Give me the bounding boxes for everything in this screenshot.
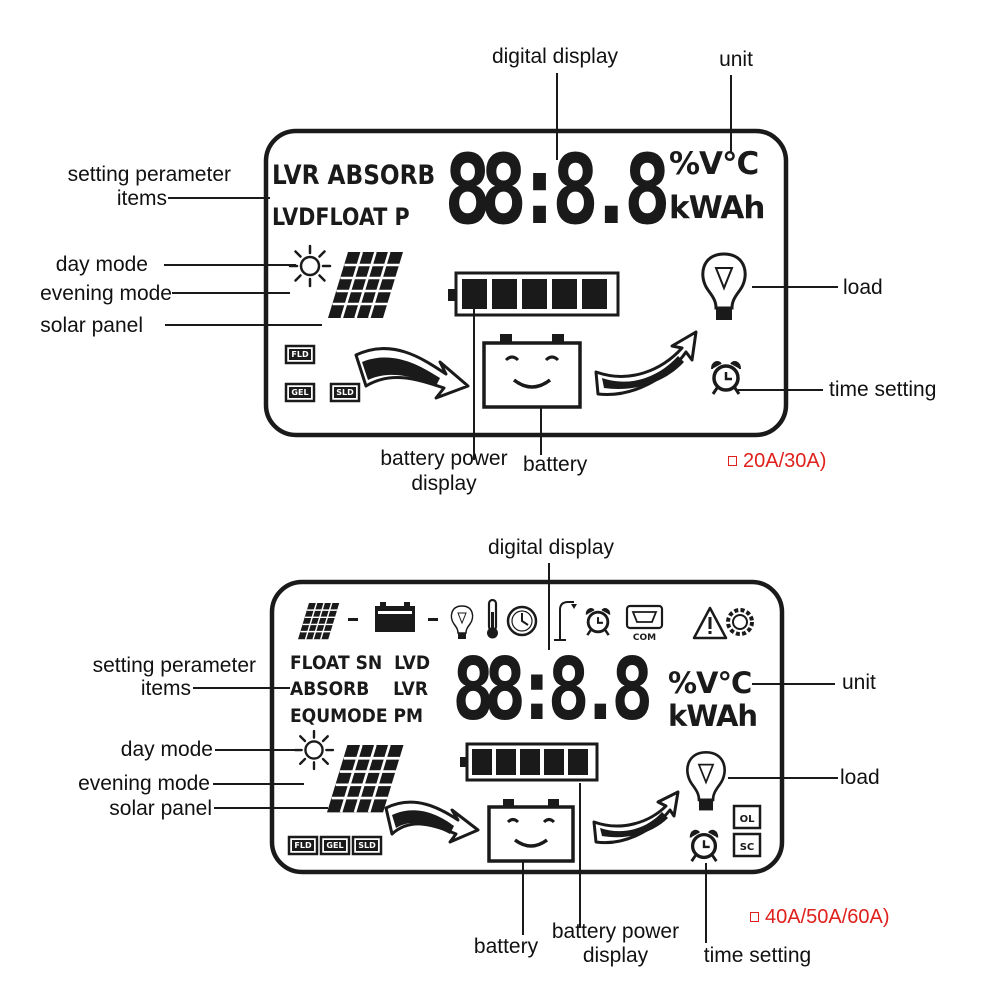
top-left-arrow-icon [354,347,470,400]
top-battery-icon [482,334,582,409]
bottom-lcd-unit-bottom: kWAh [668,699,758,733]
bottom-row-gear-icon [726,608,754,636]
bottom-badge-sld-text: SLD [358,841,376,850]
top-lcd-unit-bottom: kWAh [669,190,765,226]
top-setting-items-label-1: setting perameter [67,163,231,186]
bottom-day-mode-label: day mode [120,738,213,761]
bottom-left-arrow-icon [384,800,480,844]
bottom-setting-items-label-2: items [140,677,191,700]
bottom-load-bulb-icon [686,751,726,812]
top-day-mode-label: day mode [55,253,148,276]
bottom-row-warning-icon [692,606,728,640]
top-load-label: load [843,276,883,299]
top-battery-power-label-1: battery power [380,447,508,470]
bottom-lcd-unit-top: %V°C [668,666,752,700]
top-model-marker-icon [728,456,737,466]
bottom-model-marker-icon [750,912,759,922]
bottom-battery-bar-icon [460,742,599,782]
bottom-com-label: COM [633,633,656,643]
bottom-lcd-row-3: EQUMODE PM [290,705,424,727]
top-solar-panel-icon [326,250,405,320]
top-time-setting-label: time setting [829,378,937,401]
top-model-label: 20A/30A) [728,449,826,473]
bottom-digital-display-label: digital display [487,536,615,559]
bottom-row-clock-icon [506,605,538,637]
top-digital-display-label: digital display [491,45,619,68]
bottom-battery-label: battery [473,935,539,958]
bottom-badge-gel-text: GEL [326,841,344,850]
top-leader-lines [164,73,838,460]
top-battery-label: battery [523,453,588,476]
bottom-moon-icon [298,778,318,804]
top-badge-fld-text: FLD [291,350,309,359]
bottom-icon-row: COM [297,598,754,643]
top-setting-items-label-2: items [116,187,167,210]
bottom-sc-box: SC [732,832,762,858]
bottom-battery-power-label-2: display [582,944,649,967]
bottom-right-arrow-icon [592,790,680,845]
top-lcd-digits: 88:8.8 [444,134,671,246]
bottom-model-label: 40A/50A/60A) [750,905,890,929]
bottom-row-battery-icon [375,602,415,632]
bottom-sc-label: SC [740,842,755,853]
top-unit-label: unit [719,48,753,71]
top-lcd-frame [263,128,789,438]
bottom-solar-panel-icon [325,743,405,814]
top-solar-panel-label: solar panel [40,314,143,337]
bottom-lcd-frame [269,579,785,875]
bottom-leader-lines [193,563,838,943]
top-load-bulb-icon [701,252,747,322]
bottom-unit-label: unit [842,671,876,694]
bottom-lcd-digits: 88:8.8 [452,640,653,740]
bottom-time-setting-label: time setting [703,944,812,967]
top-moon-icon [292,288,318,321]
bottom-row-com-port-icon: COM [625,604,664,643]
bottom-badge-fld-text: FLD [294,841,312,850]
bottom-lcd-row-2: ABSORB LVR [290,678,429,700]
top-model-text: 20A/30A) [743,450,827,472]
top-battery-bar-icon [448,271,620,317]
top-right-arrow-icon [594,330,698,397]
bottom-setting-items-label-1: setting perameter [92,654,256,677]
bottom-row-streetlight-icon [554,601,577,641]
bottom-row-thermometer-icon [487,598,498,639]
bottom-row-solar-panel-icon [297,602,340,641]
bottom-alarm-clock-icon [689,829,719,863]
top-alarm-clock-icon [710,360,742,396]
bottom-ol-box: OL [732,804,762,830]
top-badge-sld-text: SLD [336,388,354,397]
bottom-load-label: load [840,766,880,789]
top-battery-power-label-2: display [411,472,477,495]
bottom-battery-power-label-1: battery power [551,920,680,943]
bottom-sun-icon [293,729,335,771]
bottom-model-text: 40A/50A/60A) [765,906,890,928]
top-evening-mode-label: evening mode [40,282,172,305]
bottom-row-alarm-icon [585,607,611,637]
top-lcd-unit-top: %V°C [669,146,759,182]
top-badge-gel-text: GEL [291,388,309,397]
top-lcd-row-2: LVDFLOAT P [272,203,410,231]
bottom-battery-icon [487,799,575,863]
bottom-lcd-row-1: FLOAT SN LVD [290,652,431,674]
bottom-row-bulb-icon [450,605,474,640]
bottom-ol-label: OL [740,814,756,825]
bottom-solar-panel-label: solar panel [109,797,212,820]
bottom-evening-mode-label: evening mode [78,772,210,795]
top-lcd-row-1: LVR ABSORB [272,160,436,191]
